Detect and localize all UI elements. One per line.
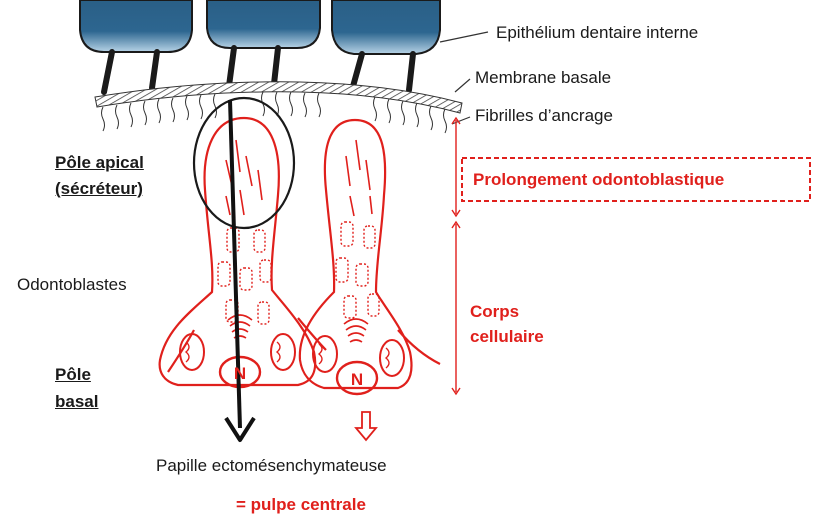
epithelial-cells [80,0,440,54]
label-pole-apical-secreteur: (sécréteur) [55,180,143,197]
label-epithelium: Epithélium dentaire interne [496,24,698,41]
label-membrane: Membrane basale [475,69,611,86]
label-cellulaire: cellulaire [470,328,544,345]
nucleus-left-label: N [234,364,246,383]
label-corps: Corps [470,303,519,320]
label-pulpe: = pulpe centrale [236,496,366,513]
label-prolongement: Prolongement odontoblastique [473,171,724,188]
label-pole-basal-basal: basal [55,393,98,410]
label-papille: Papille ectomésenchymateuse [156,457,387,474]
label-pole-basal: Pôle [55,366,91,383]
epithelial-cell-2 [207,0,320,48]
label-pole-apical: Pôle apical [55,154,144,171]
epithelial-cell-3 [332,0,440,54]
nucleus-right-label: N [351,370,363,389]
hollow-red-arrow [356,412,376,440]
label-fibrilles: Fibrilles d’ancrage [475,107,613,124]
dimension-lines [452,118,460,394]
label-odontoblastes: Odontoblastes [17,276,127,293]
epithelial-cell-1 [80,0,192,52]
odontoblast-right [300,120,440,394]
